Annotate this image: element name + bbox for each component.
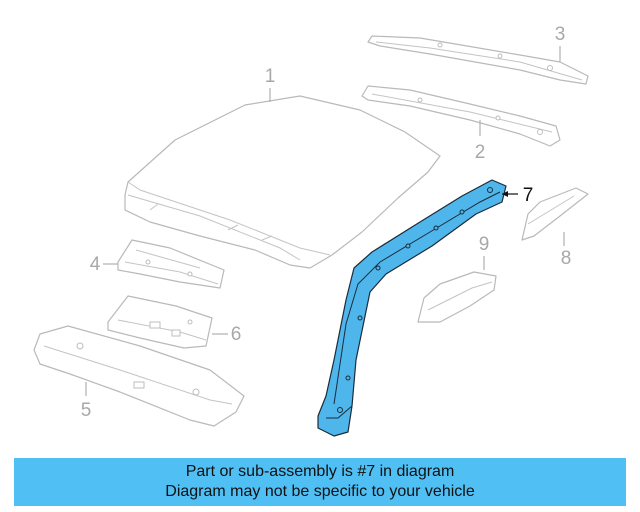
callout-5: 5	[81, 400, 92, 421]
bracket-part-9[interactable]	[417, 271, 497, 323]
roof-panel-part-1[interactable]	[124, 95, 441, 269]
callout-2: 2	[475, 142, 486, 163]
callout-6: 6	[231, 324, 242, 345]
leader-7-arrowhead	[502, 191, 508, 197]
header-panel-part-6[interactable]	[107, 295, 213, 349]
callout-1: 1	[265, 66, 276, 87]
a-pillar-part-7[interactable]	[317, 179, 507, 437]
info-banner: Part or sub-assembly is #7 in diagram Di…	[14, 458, 626, 506]
callout-3: 3	[555, 24, 566, 45]
cross-member-part-5[interactable]	[33, 325, 245, 427]
callout-4: 4	[90, 254, 101, 275]
roof-rail-part-3[interactable]	[367, 35, 589, 85]
banner-line-2: Diagram may not be specific to your vehi…	[165, 483, 475, 500]
header-panel-part-4[interactable]	[117, 239, 225, 289]
callout-7: 7	[523, 185, 534, 206]
callout-9: 9	[479, 234, 490, 255]
trim-piece-part-8[interactable]	[521, 187, 589, 241]
callout-8: 8	[561, 248, 572, 269]
roof-rail-part-2[interactable]	[361, 85, 561, 147]
banner-line-1: Part or sub-assembly is #7 in diagram	[185, 463, 455, 480]
